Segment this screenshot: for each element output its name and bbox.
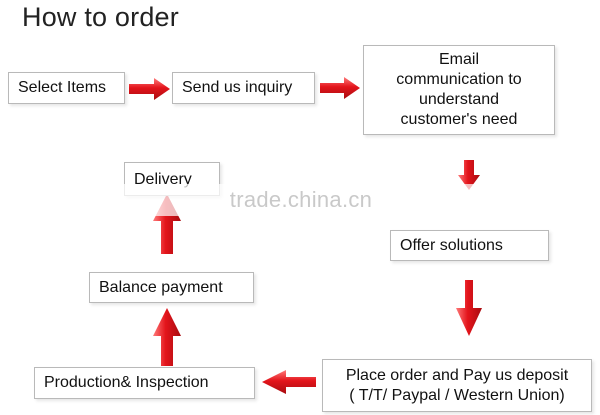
step-send-inquiry: Send us inquiry: [172, 72, 315, 104]
step-label-line: ( T/T/ Paypal / Western Union): [349, 386, 565, 404]
arrow-left-icon: [262, 370, 316, 394]
step-offer-solutions: Offer solutions: [390, 230, 549, 261]
step-label: Select Items: [18, 79, 107, 96]
step-production-inspection: Production& Inspection: [34, 367, 255, 399]
arrow-up-icon: [153, 308, 181, 366]
step-label: Offer solutions: [400, 236, 503, 254]
step-label-line: customer's need: [400, 111, 518, 128]
step-label: Balance payment: [99, 278, 223, 296]
step-label: Delivery: [134, 171, 192, 188]
arrow-down-icon: [456, 280, 482, 336]
step-balance-payment: Balance payment: [89, 272, 254, 303]
watermark-band: [0, 184, 600, 216]
step-place-order: Place order and Pay us deposit ( T/T/ Pa…: [322, 359, 592, 412]
step-label-line: Place order and Pay us deposit: [345, 366, 569, 384]
arrow-right-icon: [129, 78, 170, 100]
step-label-line: Email: [438, 51, 479, 68]
arrow-down-icon: [458, 160, 480, 190]
step-select-items: Select Items: [8, 72, 125, 104]
step-label-line: understand: [418, 91, 500, 108]
step-label: Send us inquiry: [182, 79, 293, 96]
page-title: How to order: [22, 2, 179, 32]
step-label-line: communication to: [396, 71, 522, 88]
step-email-communication: Email communication to understand custom…: [363, 45, 555, 135]
watermark: trade.china.cn: [229, 187, 373, 212]
arrow-right-icon: [320, 77, 360, 99]
step-label: Production& Inspection: [44, 374, 209, 391]
